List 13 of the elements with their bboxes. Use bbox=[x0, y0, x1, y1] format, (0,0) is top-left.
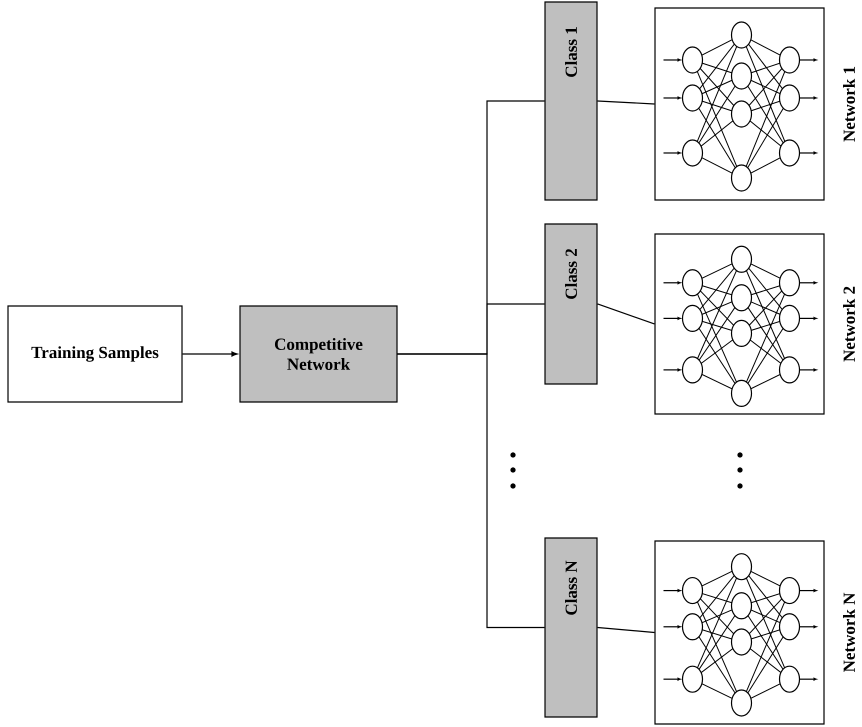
network-label: Network N bbox=[843, 592, 855, 672]
connector bbox=[598, 100, 654, 105]
process-box: Training Samples bbox=[7, 305, 183, 403]
network-label: Network 1 bbox=[843, 66, 855, 142]
connector bbox=[598, 626, 654, 634]
connector bbox=[398, 353, 544, 628]
network-label: Network 2 bbox=[843, 286, 855, 362]
connector bbox=[182, 351, 238, 357]
process-box: Competitive Network bbox=[239, 305, 398, 403]
connector bbox=[597, 303, 655, 325]
class-box: Class 2 bbox=[544, 223, 598, 385]
class-box: Class 1 bbox=[544, 1, 598, 201]
class-box: Class N bbox=[544, 537, 598, 718]
